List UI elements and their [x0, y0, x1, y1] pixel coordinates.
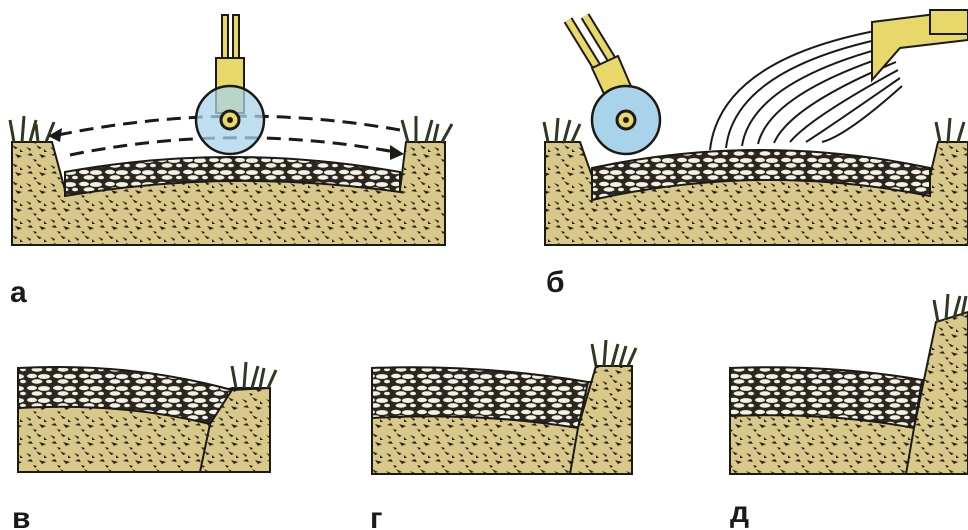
panel-label-d: г: [370, 502, 383, 530]
roller-icon: [196, 15, 264, 154]
sprinkler-nozzle: [872, 10, 968, 80]
panel-label-c: в: [12, 502, 30, 530]
panel-label-b: б: [546, 266, 565, 299]
grass-icon: [232, 362, 276, 388]
panel-b: б: [544, 10, 968, 299]
panel-d: г: [370, 340, 636, 530]
roller-icon: [568, 16, 660, 154]
panel-e: д: [730, 294, 968, 529]
panel-c: в: [12, 362, 276, 530]
arrow-head-right: [390, 145, 404, 160]
panel-a: а: [10, 15, 452, 309]
panel-label-e: д: [730, 496, 749, 529]
grass-icon: [592, 340, 636, 366]
panel-label-a: а: [10, 276, 27, 309]
